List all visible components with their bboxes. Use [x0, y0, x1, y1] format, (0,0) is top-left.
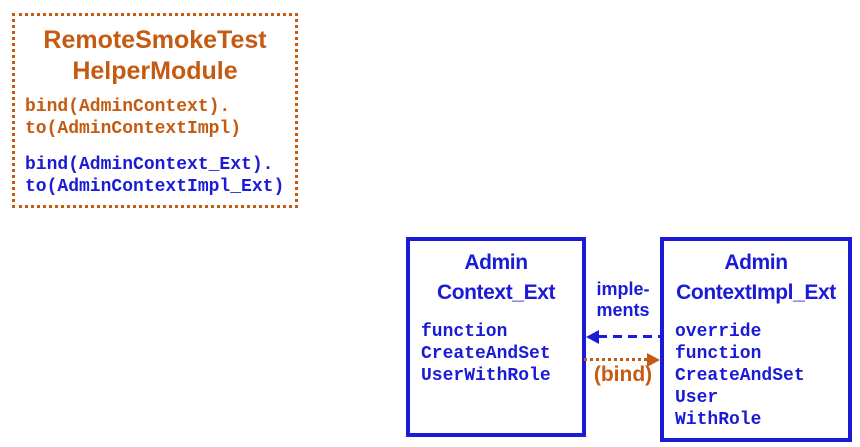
- implements-label-line2: ments: [596, 300, 650, 320]
- implements-label: imple- ments: [586, 279, 660, 321]
- member-line: function: [421, 322, 508, 342]
- binding2-line2: to(AdminContextImpl_Ext): [25, 177, 285, 197]
- admincontext-ext-title-line1: Admin: [464, 251, 528, 274]
- member-line: CreateAndSet: [421, 344, 551, 364]
- admincontext-ext-node: Admin Context_Ext function CreateAndSet …: [406, 237, 586, 437]
- helper-module-node: RemoteSmokeTest HelperModule bind(AdminC…: [12, 13, 298, 208]
- member-line: WithRole: [675, 410, 762, 430]
- bind-arrowhead-icon: [647, 353, 660, 367]
- binding1-line2: to(AdminContextImpl): [25, 119, 242, 139]
- admincontextimpl-ext-title-line2: ContextImpl_Ext: [676, 281, 836, 304]
- admincontextimpl-ext-node: Admin ContextImpl_Ext override function …: [660, 237, 852, 442]
- binding-statement-admincontext: bind(AdminContext). to(AdminContextImpl): [25, 96, 295, 140]
- member-line: function: [675, 344, 762, 364]
- member-line: UserWithRole: [421, 366, 551, 386]
- admincontext-ext-title-line2: Context_Ext: [436, 281, 556, 304]
- binding1-line1: bind(AdminContext).: [25, 97, 231, 117]
- binding2-line1: bind(AdminContext_Ext).: [25, 155, 274, 175]
- member-line: override: [675, 322, 762, 342]
- admincontextimpl-ext-members: override function CreateAndSet User With…: [675, 321, 848, 431]
- bind-label: (bind): [593, 363, 653, 386]
- admincontextimpl-ext-title: Admin ContextImpl_Ext: [664, 248, 848, 308]
- helper-module-title-line1: RemoteSmokeTest: [43, 26, 267, 54]
- binding-statement-admincontext-ext: bind(AdminContext_Ext). to(AdminContextI…: [25, 154, 295, 198]
- admincontext-ext-members: function CreateAndSet UserWithRole: [421, 321, 582, 387]
- admincontextimpl-ext-title-line1: Admin: [724, 251, 788, 274]
- bind-arrow-line: [584, 358, 648, 361]
- helper-module-title: RemoteSmokeTest HelperModule: [15, 25, 295, 87]
- implements-label-line1: imple-: [596, 279, 650, 299]
- implements-arrow-line: [598, 335, 660, 338]
- implements-arrowhead-icon: [586, 330, 599, 344]
- member-line: User: [675, 388, 719, 408]
- admincontext-ext-title: Admin Context_Ext: [410, 248, 582, 308]
- member-line: CreateAndSet: [675, 366, 805, 386]
- helper-module-title-line2: HelperModule: [72, 57, 238, 85]
